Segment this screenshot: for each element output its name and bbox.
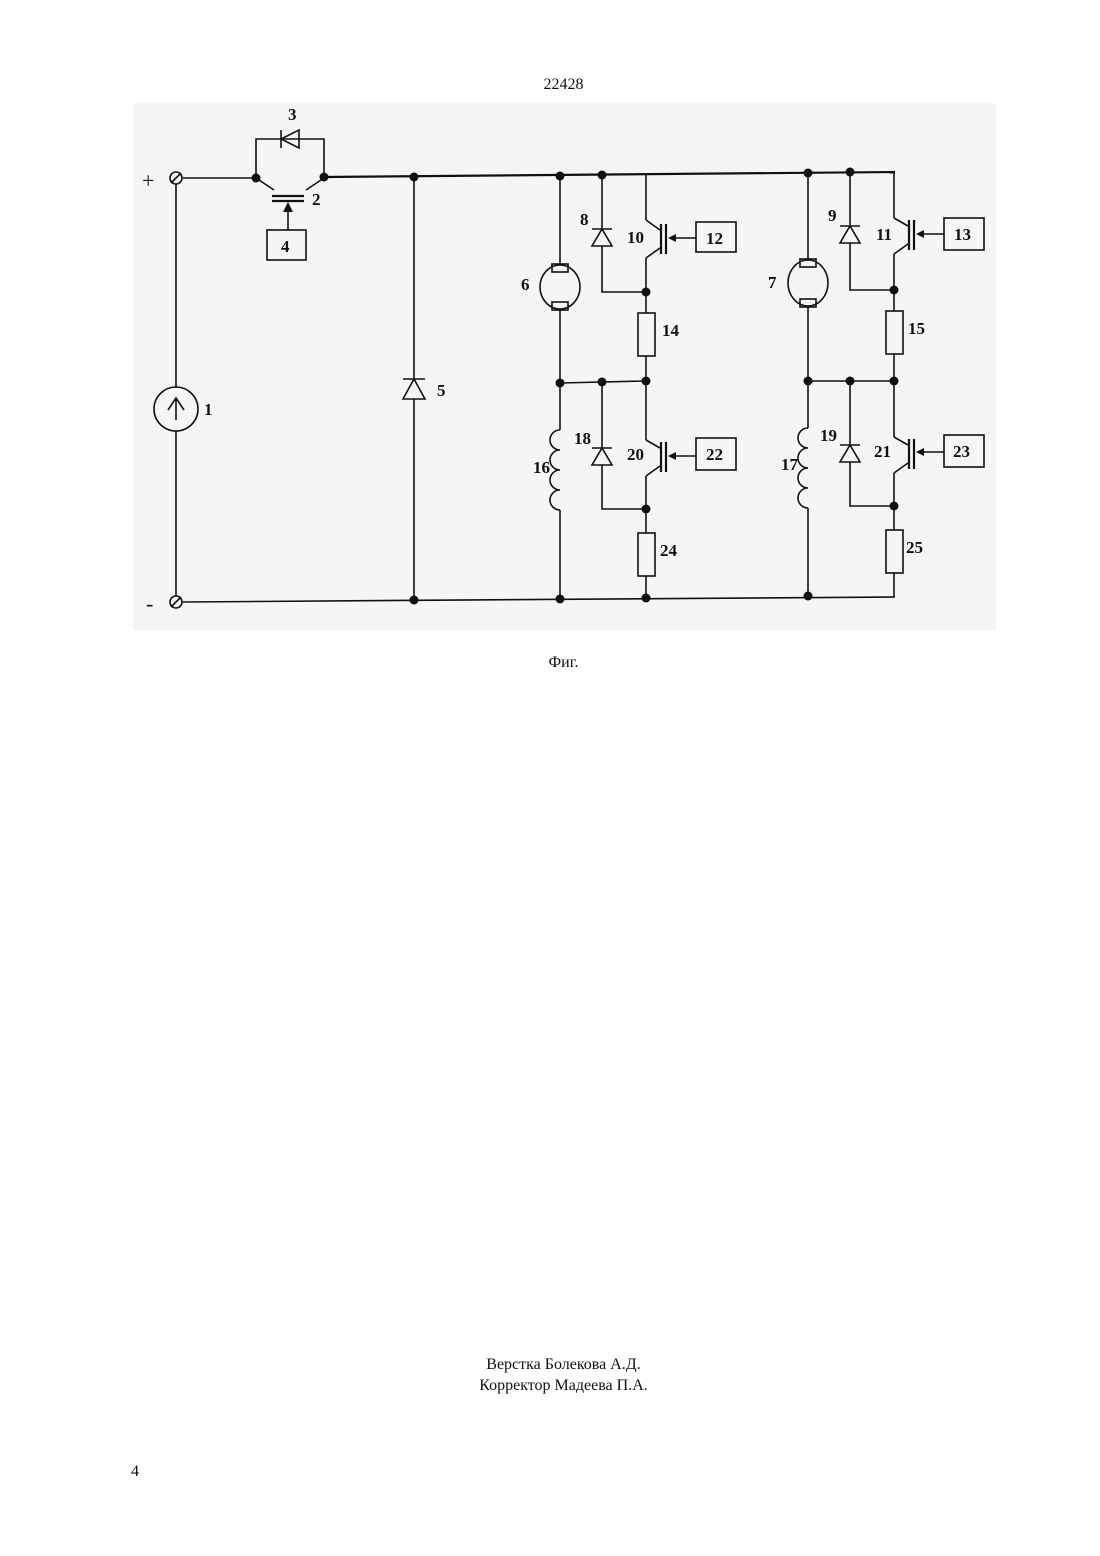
figure-caption: Фиг.: [0, 654, 1100, 672]
plus-sign: +: [142, 168, 154, 193]
label-21: 21: [874, 442, 891, 461]
label-13: 13: [954, 225, 971, 244]
label-15: 15: [908, 319, 925, 338]
page-number: 4: [131, 1463, 139, 1481]
negative-rail: [183, 597, 895, 602]
label-16: 16: [533, 458, 550, 477]
junction-dots: [252, 168, 899, 605]
field-coil-17: [798, 381, 808, 596]
label-12: 12: [706, 229, 723, 248]
credits-block: Верстка Болекова А.Д. Корректор Мадеева …: [0, 1354, 1100, 1396]
bypass-diode: [256, 130, 324, 178]
positive-rail: [183, 172, 895, 178]
transistor-21: [894, 381, 944, 530]
label-6: 6: [521, 275, 530, 294]
label-10: 10: [627, 228, 644, 247]
label-19: 19: [820, 426, 837, 445]
resistor-24: [638, 533, 655, 576]
freewheel-diode: [403, 177, 425, 600]
label-2: 2: [312, 190, 321, 209]
motor-6: [540, 176, 580, 383]
resistor-25: [886, 530, 903, 573]
label-1: 1: [204, 400, 213, 419]
resistor-14: [638, 313, 655, 356]
label-22: 22: [706, 445, 723, 464]
circuit-schematic: + - 1 3 2 4 5 6: [0, 0, 1100, 700]
label-25: 25: [906, 538, 923, 557]
label-24: 24: [660, 541, 678, 560]
transistor-20: [646, 381, 696, 533]
motor-7: [788, 173, 828, 381]
label-23: 23: [953, 442, 970, 461]
label-11: 11: [876, 225, 892, 244]
label-17: 17: [781, 455, 799, 474]
label-14: 14: [662, 321, 680, 340]
label-5: 5: [437, 381, 446, 400]
label-20: 20: [627, 445, 644, 464]
label-8: 8: [580, 210, 589, 229]
label-4: 4: [281, 237, 290, 256]
label-9: 9: [828, 206, 837, 225]
resistor-15: [886, 311, 903, 354]
transistor-11: [894, 172, 944, 311]
minus-sign: -: [146, 591, 153, 616]
current-source: [154, 184, 198, 596]
transistor-10: [646, 175, 696, 313]
layout-credit: Верстка Болекова А.Д.: [0, 1354, 1100, 1375]
label-7: 7: [768, 273, 777, 292]
label-18: 18: [574, 429, 591, 448]
field-coil-16: [550, 383, 560, 599]
label-3: 3: [288, 105, 297, 124]
proof-credit: Корректор Мадеева П.А.: [0, 1375, 1100, 1396]
